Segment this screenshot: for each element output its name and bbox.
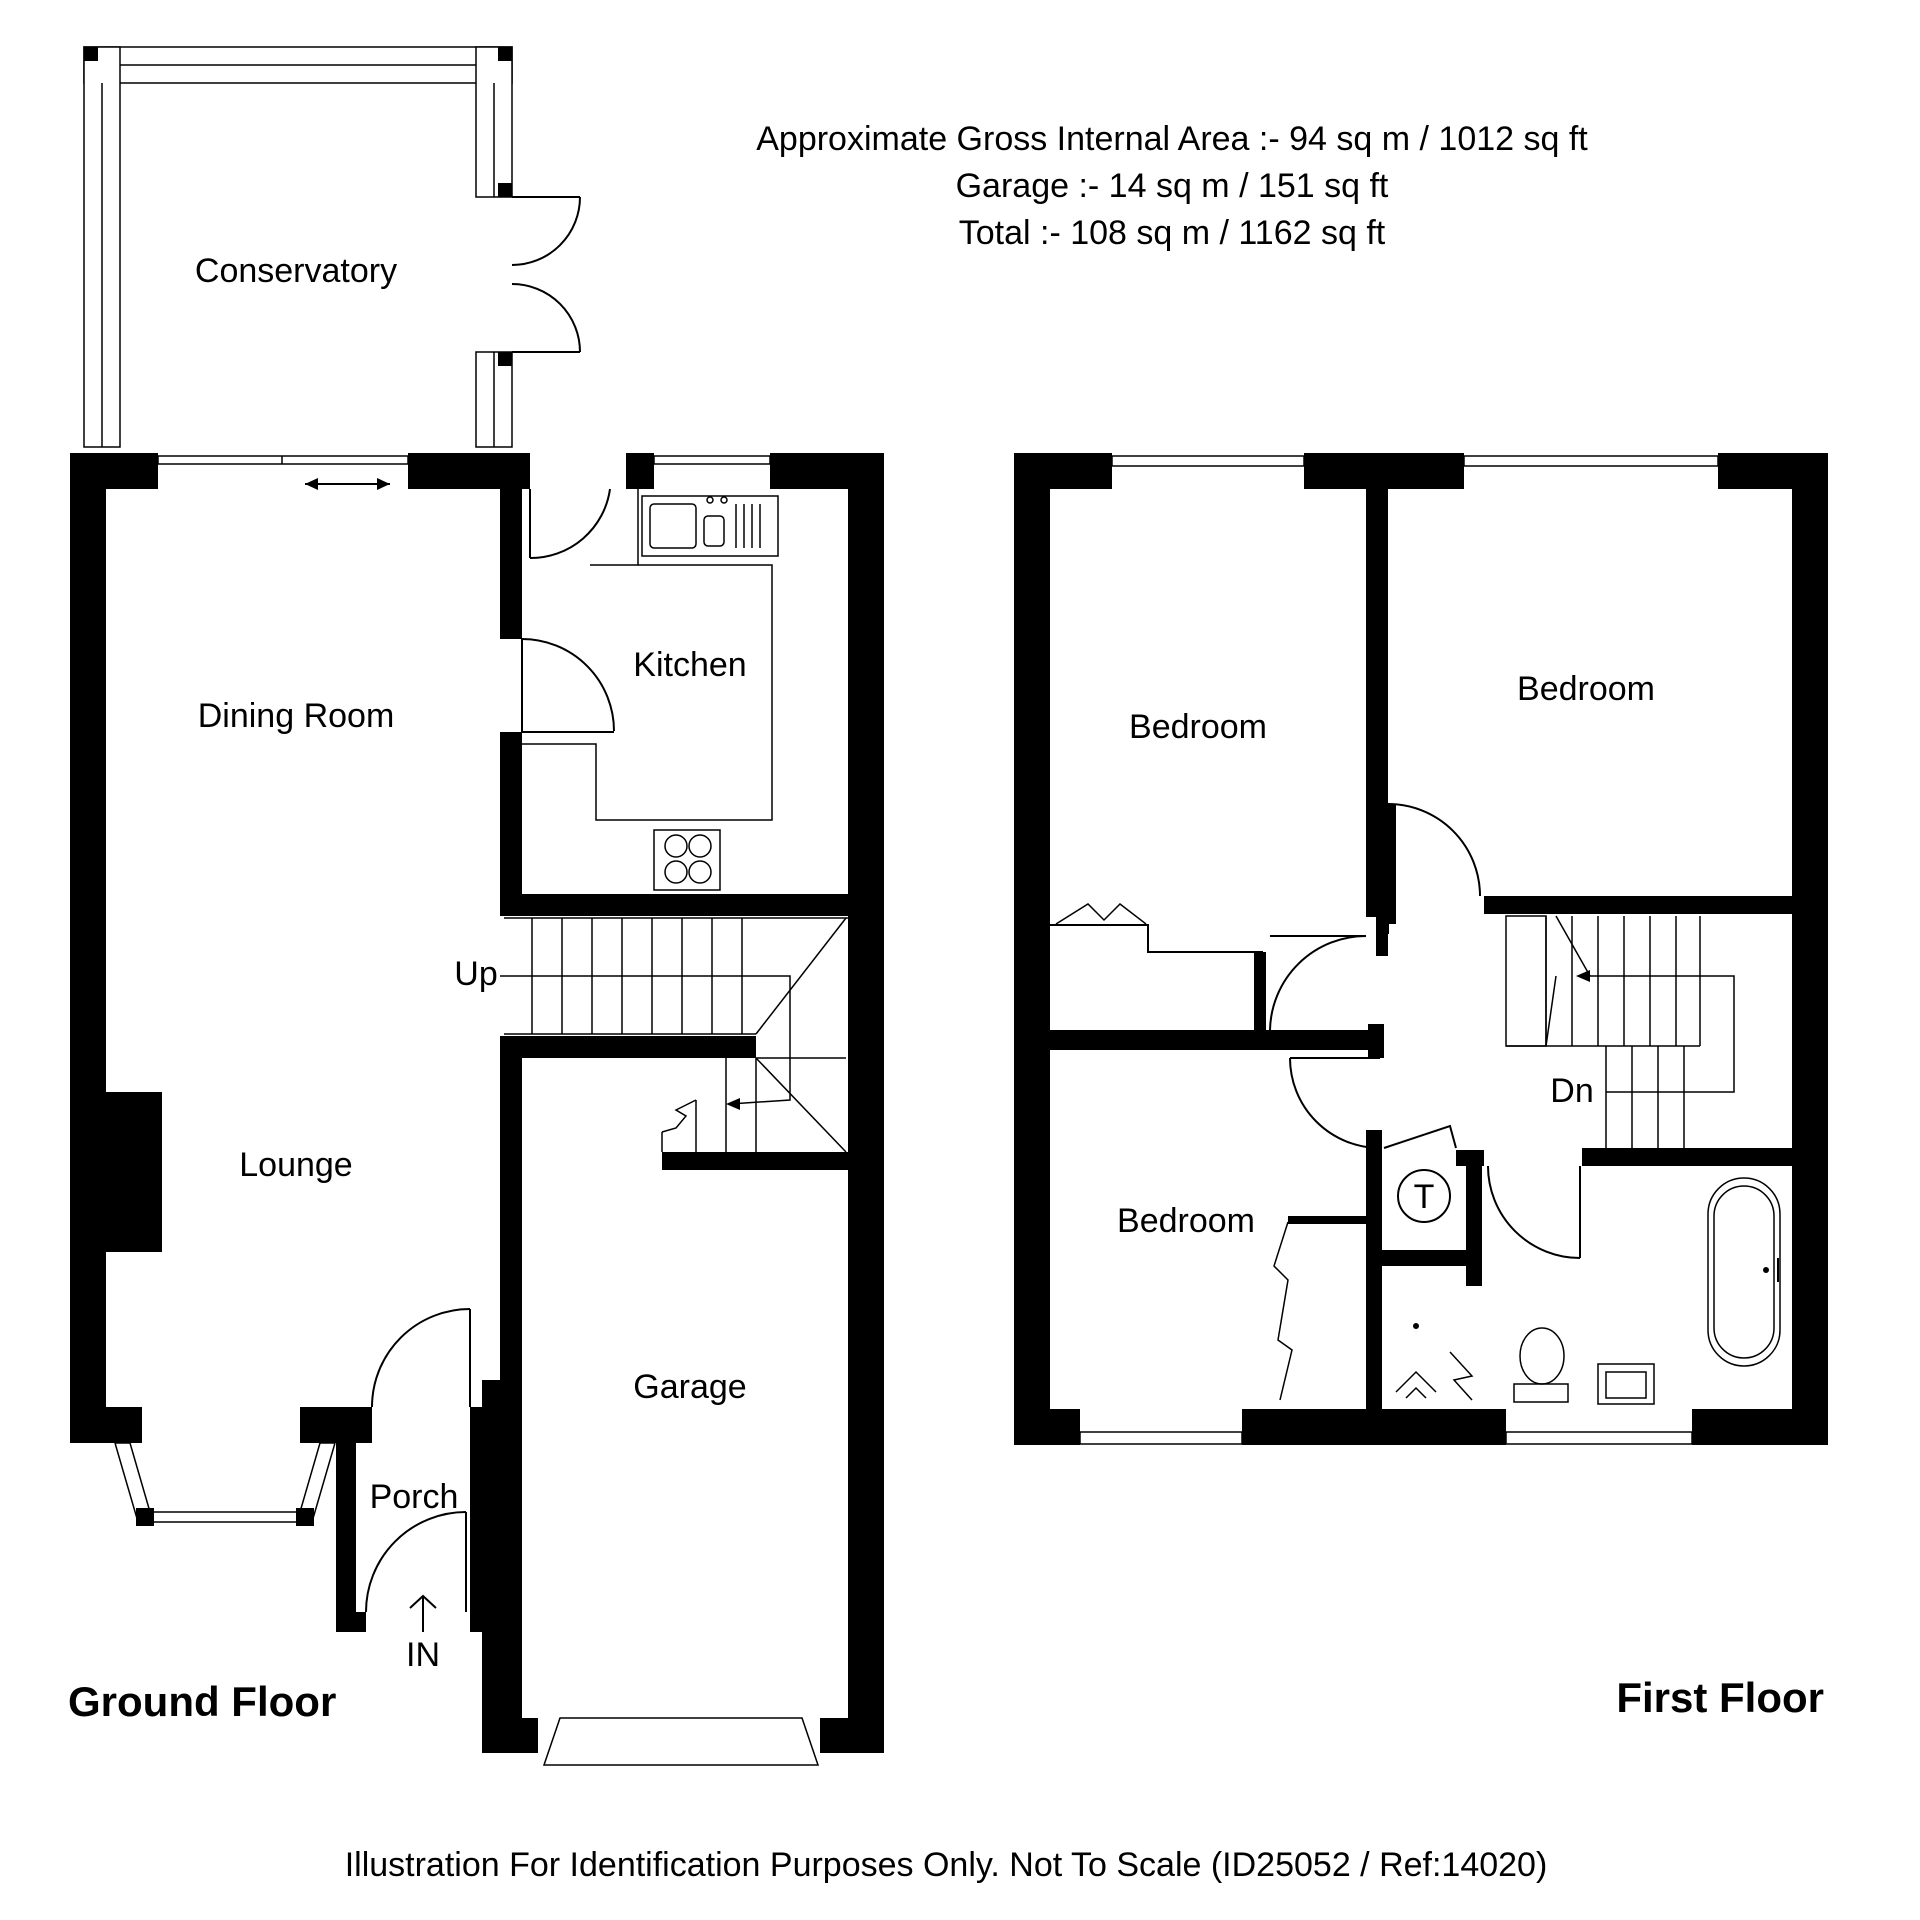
ground-floor-walls [70,453,884,1753]
entrance-label: IN [406,1636,440,1674]
stairs-label-down: Dn [1550,1072,1593,1110]
floor-title-ground: Ground Floor [68,1678,336,1725]
floor-title-first: First Floor [1616,1674,1824,1721]
room-label-kitchen: Kitchen [633,646,746,684]
ground-floor-doors [365,488,820,1766]
bathroom-fittings [1395,1177,1781,1405]
first-floor-walls [1014,453,1828,1445]
stairs-label-up: Up [454,955,497,993]
room-label-bedroom-2: Bedroom [1517,670,1655,708]
first-floor-stairs [1505,915,1735,1148]
room-label-conservatory: Conservatory [195,252,397,290]
ground-floor-plan: Conservatory Dining Room Kitchen Lounge … [68,46,884,1766]
first-floor-plan: Bedroom Bedroom Bedroom Dn T First Floor [1014,453,1828,1721]
first-floor-doors [1055,803,1581,1401]
area-summary-line-1: Approximate Gross Internal Area :- 94 sq… [756,120,1588,158]
tank-label: T [1414,1178,1435,1216]
water-tank [1397,1169,1451,1223]
room-label-bedroom-3: Bedroom [1117,1202,1255,1240]
room-label-porch: Porch [370,1478,459,1516]
area-summary-line-2: Garage :- 14 sq m / 151 sq ft [956,167,1389,205]
conservatory-french-doors [511,196,581,353]
room-label-bedroom-1: Bedroom [1129,708,1267,746]
area-summary-line-3: Total :- 108 sq m / 1162 sq ft [959,214,1386,252]
disclaimer-text: Illustration For Identification Purposes… [345,1846,1548,1884]
ground-floor-windows [157,455,771,490]
ground-floor-stairs [500,917,848,1153]
room-label-lounge: Lounge [239,1146,352,1184]
room-label-garage: Garage [633,1368,746,1406]
entrance-arrow [409,1594,437,1632]
kitchen-fittings [522,489,779,891]
conservatory-walls [83,46,513,448]
room-label-dining-room: Dining Room [198,697,395,735]
lounge-bay-window [114,1442,336,1526]
first-floor-windows [1079,455,1719,1445]
